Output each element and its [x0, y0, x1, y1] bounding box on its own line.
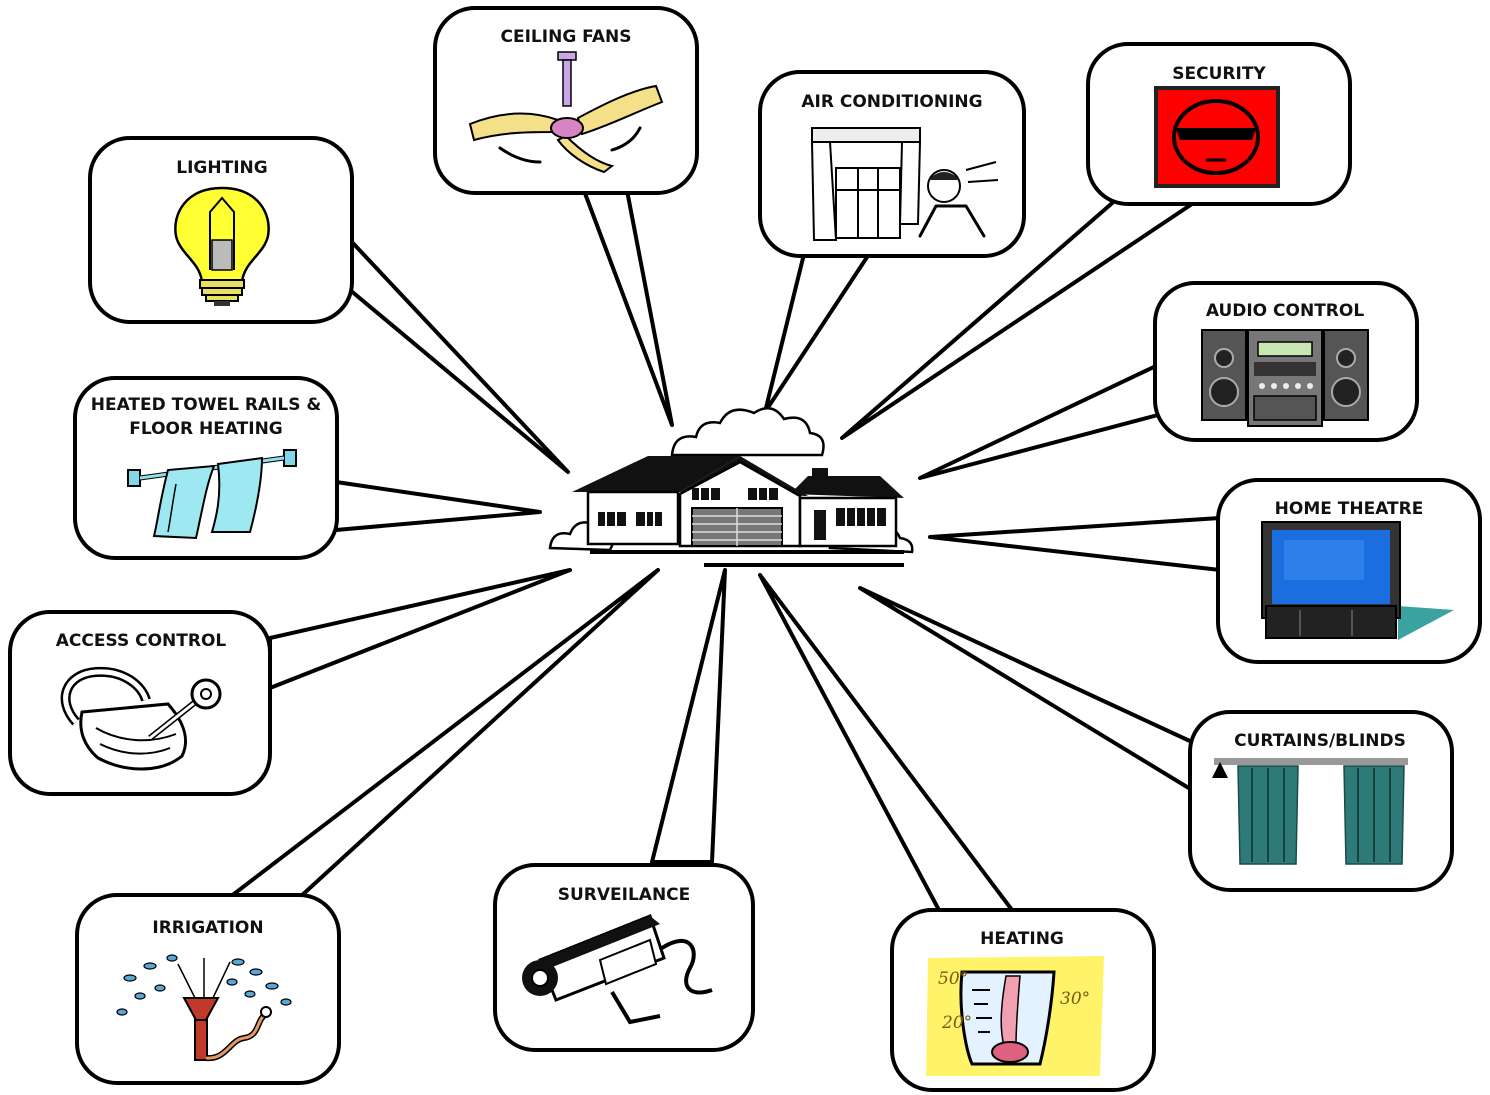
padlock-key-icon	[60, 666, 222, 771]
label-surveilance: SURVEILANCE	[558, 885, 691, 905]
house-icon	[548, 406, 914, 567]
television-icon	[1261, 521, 1454, 640]
node-air-conditioning: AIR CONDITIONING	[758, 70, 1026, 258]
node-heating: HEATING 50° 30° 20°	[890, 908, 1156, 1092]
connector-ceiling-fans	[578, 178, 674, 427]
window-breeze-icon	[810, 127, 999, 241]
towel-rail-icon	[127, 449, 297, 540]
connector-curtains	[858, 586, 1194, 792]
connector-heated-towel	[334, 480, 542, 532]
thermometer-icon: 50° 30° 20°	[926, 956, 1104, 1076]
label-irrigation: IRRIGATION	[152, 918, 263, 938]
node-heated-towel: HEATED TOWEL RAILS & FLOOR HEATING	[73, 376, 339, 560]
connector-lighting	[348, 238, 570, 474]
ceiling-fan-icon	[468, 51, 664, 174]
camera-icon	[522, 914, 713, 1025]
label-heating: HEATING	[980, 929, 1064, 949]
label-air-conditioning: AIR CONDITIONING	[801, 92, 982, 112]
heating-scale-20: 20°	[941, 1013, 972, 1033]
node-irrigation: IRRIGATION	[75, 893, 341, 1085]
label-home-theatre: HOME THEATRE	[1275, 499, 1424, 519]
node-access-control: ACCESS CONTROL	[8, 610, 272, 796]
node-security: SECURITY	[1086, 42, 1352, 206]
connectors	[228, 178, 1222, 914]
node-lighting: LIGHTING	[88, 136, 354, 324]
connector-air-conditioning	[763, 243, 877, 414]
label-heated-towel-line2: FLOOR HEATING	[129, 419, 283, 439]
stereo-icon	[1201, 329, 1369, 427]
node-audio-control: AUDIO CONTROL	[1153, 281, 1419, 442]
label-ceiling-fans: CEILING FANS	[501, 27, 632, 47]
connector-home-theatre	[928, 516, 1222, 572]
node-curtains-blinds: CURTAINS/BLINDS	[1188, 710, 1454, 892]
curtains-icon	[1212, 758, 1408, 865]
light-bulb-icon	[174, 186, 270, 306]
connector-audio-control	[918, 363, 1160, 480]
heating-scale-30: 30°	[1060, 989, 1090, 1009]
sprinkler-icon	[116, 954, 292, 1062]
node-ceiling-fans: CEILING FANS	[433, 6, 699, 195]
connector-heating	[758, 573, 1014, 914]
heating-scale-50: 50°	[938, 969, 968, 989]
label-audio-control: AUDIO CONTROL	[1206, 301, 1365, 321]
security-face-icon	[1154, 86, 1280, 188]
node-surveilance: SURVEILANCE	[493, 863, 755, 1052]
label-curtains-blinds: CURTAINS/BLINDS	[1234, 731, 1406, 751]
label-access-control: ACCESS CONTROL	[56, 631, 227, 651]
label-lighting: LIGHTING	[176, 158, 267, 178]
node-home-theatre: HOME THEATRE	[1216, 478, 1482, 664]
connector-surveilance	[650, 568, 727, 864]
label-heated-towel-line1: HEATED TOWEL RAILS &	[91, 395, 322, 415]
label-security: SECURITY	[1172, 64, 1266, 84]
